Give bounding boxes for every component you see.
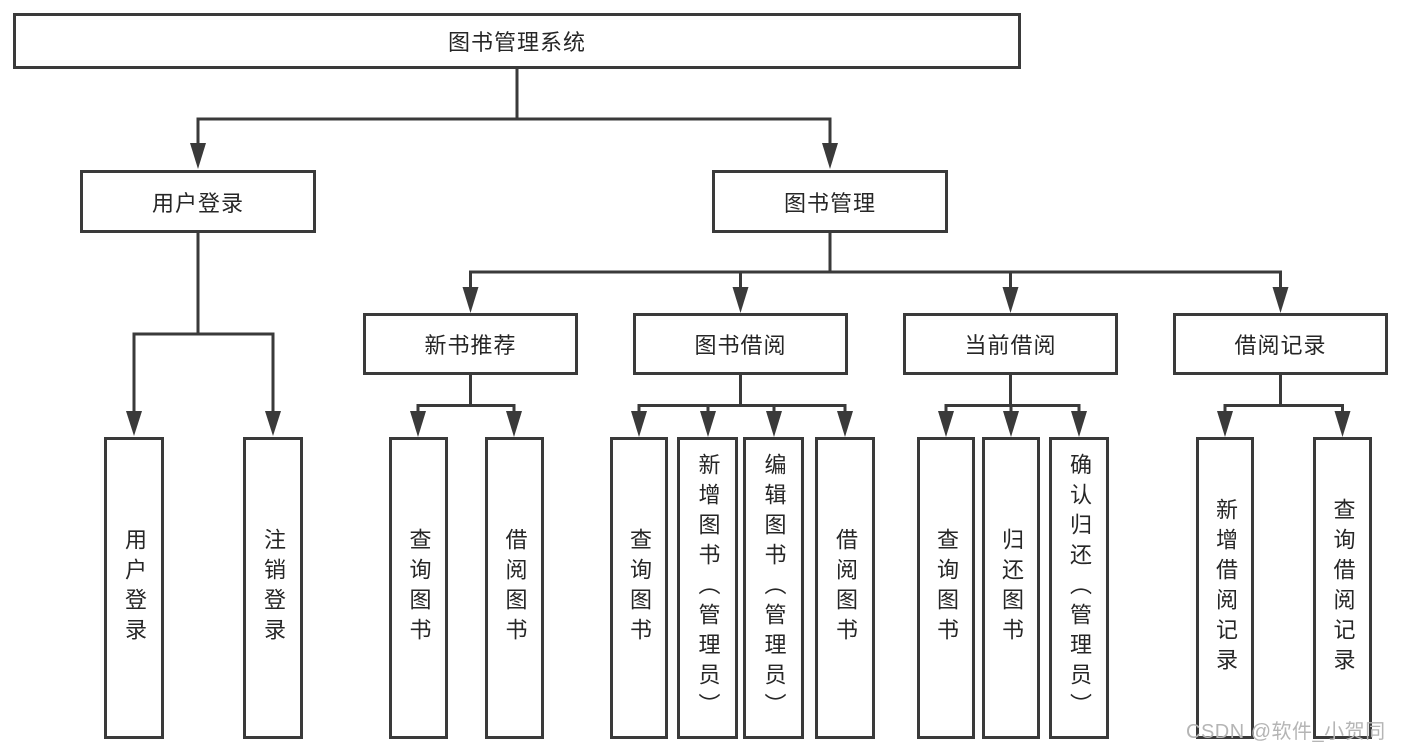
- arrow-down-icon: [1217, 411, 1233, 437]
- connector-user-login-to-children: [126, 233, 281, 436]
- leaf-logout: 注销登录: [243, 437, 303, 739]
- node-borrowing-records: 借阅记录: [1173, 313, 1388, 375]
- arrow-down-icon: [822, 143, 838, 169]
- arrow-down-icon: [938, 411, 954, 437]
- arrow-down-icon: [1002, 287, 1019, 313]
- arrow-down-icon: [700, 411, 716, 437]
- arrow-down-icon: [410, 411, 426, 437]
- leaf-borrow-books-recommend: 借阅图书: [485, 437, 544, 739]
- node-book-borrowing: 图书借阅: [633, 313, 848, 375]
- connector-new-book-recommendation-to-children: [410, 375, 522, 437]
- leaf-user-login: 用户登录: [104, 437, 164, 739]
- arrow-down-icon: [265, 411, 281, 436]
- leaf-query-books-current: 查询图书: [917, 437, 975, 739]
- arrow-down-icon: [1272, 287, 1289, 313]
- node-book-management: 图书管理: [712, 170, 948, 233]
- arrow-down-icon: [1071, 411, 1087, 437]
- leaf-add-books-admin: 新增图书（管理员）: [677, 437, 738, 739]
- arrow-down-icon: [126, 411, 142, 436]
- arrow-down-icon: [1003, 411, 1019, 437]
- leaf-query-books-recommend: 查询图书: [389, 437, 448, 739]
- arrow-down-icon: [631, 411, 647, 437]
- arrow-down-icon: [732, 287, 749, 313]
- arrow-down-icon: [462, 287, 479, 313]
- node-new-book-recommendation: 新书推荐: [363, 313, 578, 375]
- connector-book-management-to-children: [462, 233, 1289, 313]
- leaf-edit-books-admin: 编辑图书（管理员）: [743, 437, 804, 739]
- csdn-watermark: CSDN @软件_小贺同学: [1186, 721, 1386, 743]
- arrow-down-icon: [1334, 411, 1351, 437]
- connector-root-to-level1: [190, 68, 838, 169]
- connector-book-borrowing-to-children: [631, 375, 853, 437]
- connector-current-borrowing-to-children: [938, 375, 1087, 437]
- leaf-return-books: 归还图书: [982, 437, 1040, 739]
- arrow-down-icon: [506, 411, 522, 437]
- arrow-down-icon: [190, 143, 206, 169]
- leaf-borrow-books: 借阅图书: [815, 437, 875, 739]
- node-current-borrowing: 当前借阅: [903, 313, 1118, 375]
- connector-borrowing-records-to-children: [1217, 375, 1351, 437]
- arrow-down-icon: [766, 411, 782, 437]
- leaf-confirm-return-admin: 确认归还（管理员）: [1049, 437, 1109, 739]
- leaf-query-books-borrow: 查询图书: [610, 437, 668, 739]
- arrow-down-icon: [837, 411, 853, 437]
- node-library-management-system: 图书管理系统: [13, 13, 1021, 69]
- leaf-query-borrow-record: 查询借阅记录: [1313, 437, 1372, 739]
- node-user-login: 用户登录: [80, 170, 316, 233]
- leaf-add-borrow-record: 新增借阅记录: [1196, 437, 1254, 739]
